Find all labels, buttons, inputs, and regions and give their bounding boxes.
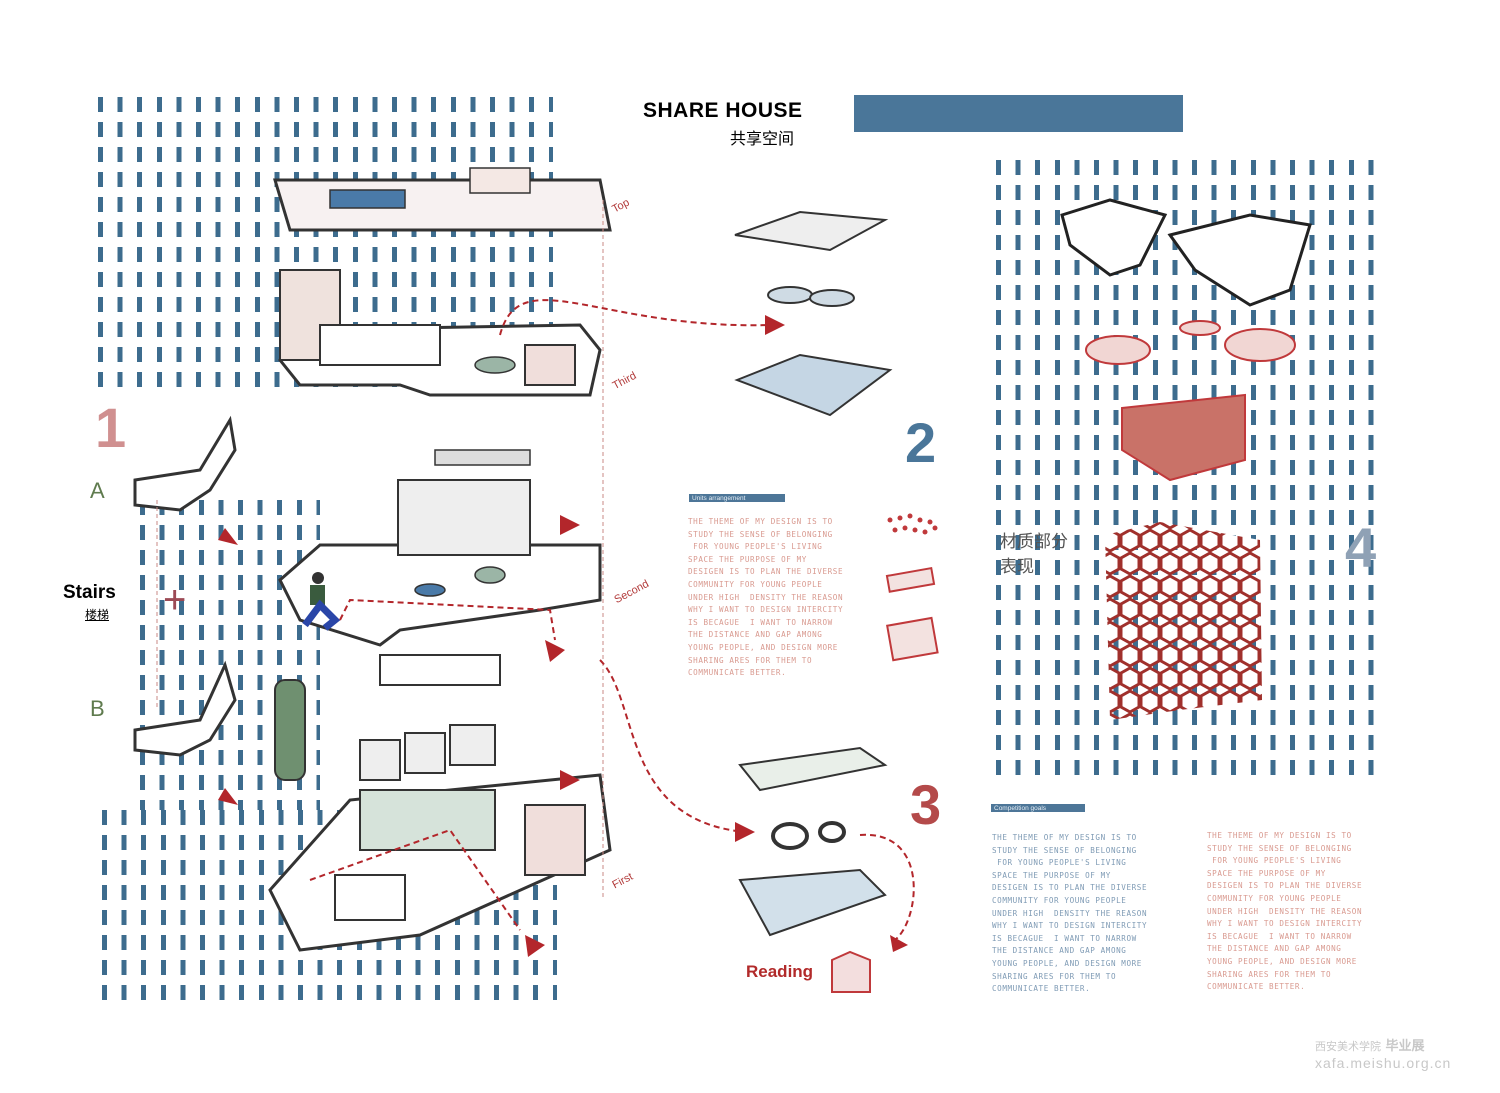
units-paragraph: THE THEME OF MY DESIGN IS TO STUDY THE S… [688,517,844,678]
materials-label-line-1: 材质部分 [1000,532,1068,552]
stairs-label: Stairs [63,582,116,603]
materials-label: 材质部分 表现 [1000,530,1068,580]
watermark-url: xafa.meishu.org.cn [1315,1055,1452,1071]
goals-paragraph-red: THE THEME OF MY DESIGN IS TO STUDY THE S… [1207,831,1363,992]
materials-label-line-2: 表现 [1000,557,1034,577]
reading-label: Reading [746,962,814,981]
stair-b [133,660,237,757]
title-bar [854,95,1183,132]
watermark: 西安美术学院 毕业展 xafa.meishu.org.cn [1315,1035,1451,1071]
goals-paragraph-blue: THE THEME OF MY DESIGN IS TO STUDY THE S… [992,833,1148,994]
stair-a [133,415,237,512]
top-floor-slab [272,178,612,232]
watermark-school: 西安美术学院 [1315,1040,1381,1053]
person-figure [302,572,341,631]
units-tag: Units arrangement [689,494,785,502]
stair-option-a: A [90,478,105,503]
section-number-3: 3 [910,773,942,836]
section-number-2: 2 [905,411,937,474]
stair-option-b: B [90,696,105,721]
page-subtitle: 共享空间 [730,129,795,148]
watermark-event: 毕业展 [1385,1038,1425,1053]
hexagon-panel [1105,522,1262,720]
page-title: SHARE HOUSE [643,99,803,122]
stairs-plus: + [163,578,187,622]
stairs-label-cn: 楼梯 [85,608,110,622]
goals-tag: Competition goals [991,804,1085,812]
section-number-4: 4 [1345,516,1377,579]
section-number-1: 1 [95,396,127,459]
